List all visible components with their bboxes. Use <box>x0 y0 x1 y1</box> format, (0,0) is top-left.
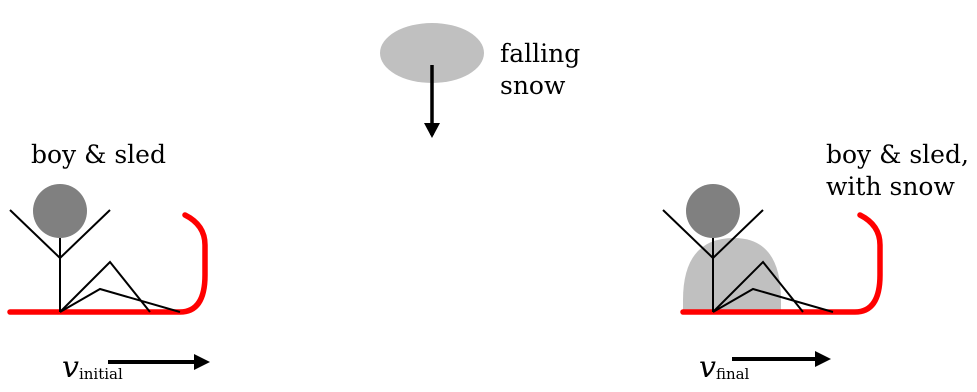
initial-boy-body <box>9 209 181 313</box>
falling-snow-label-line1: falling <box>500 39 581 68</box>
initial-sled <box>7 212 208 315</box>
falling-snow-arrowhead <box>424 123 440 138</box>
final-boy-sled <box>662 184 883 315</box>
v-final-subscript: final <box>715 365 750 383</box>
final-snow-pile <box>683 238 781 312</box>
final-label-line2: with snow <box>826 172 955 201</box>
v-initial-label: vinitial <box>62 350 123 385</box>
v-initial-subscript: initial <box>78 365 123 383</box>
final-boy-head <box>686 184 740 238</box>
falling-snow-blob <box>380 23 484 83</box>
falling-snow-label: falling snow <box>500 38 580 102</box>
initial-boy-head <box>33 184 87 238</box>
final-label-line1: boy & sled, <box>826 140 969 169</box>
final-boy-body <box>662 209 834 313</box>
initial-boy-sled <box>7 184 208 315</box>
v-final-symbol: v <box>699 350 716 385</box>
v-initial-arrowhead <box>194 354 210 370</box>
v-final-arrowhead <box>815 351 831 367</box>
initial-label: boy & sled <box>31 140 166 169</box>
final-sled <box>680 212 883 315</box>
final-label: boy & sled, with snow <box>826 139 969 203</box>
v-final-label: vfinal <box>699 350 749 385</box>
falling-snow-label-line2: snow <box>500 71 566 100</box>
v-initial-symbol: v <box>62 350 79 385</box>
